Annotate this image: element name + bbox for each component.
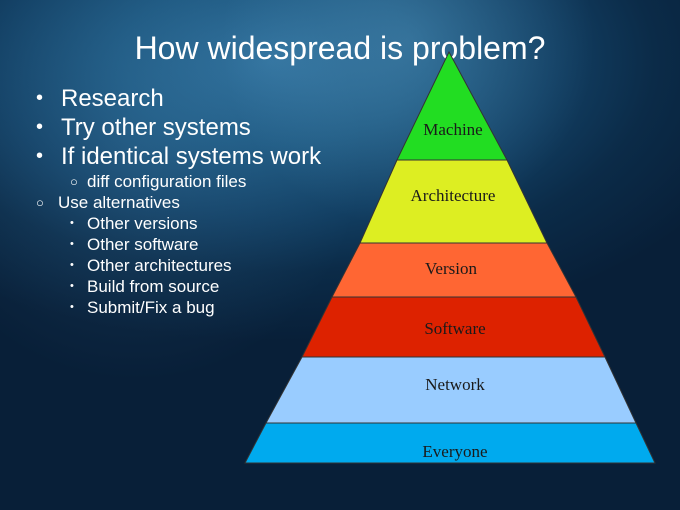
sub-bullet-text: Other software (87, 235, 199, 254)
bullet-item: • Research (30, 84, 321, 113)
sub-bullet-item: • Other software (30, 234, 321, 255)
sub-bullet-marker: • (70, 217, 74, 229)
sub-bullet-marker: • (70, 280, 74, 292)
pyramid-label-machine: Machine (423, 120, 482, 139)
pyramid-label-network: Network (425, 375, 485, 394)
bullet-item: • If identical systems work (30, 142, 321, 171)
sub-bullet-marker: ○ (70, 174, 78, 189)
sub-bullet-item: • Other architectures (30, 255, 321, 276)
bullet-marker: • (36, 87, 44, 109)
sub-bullet-marker: • (70, 238, 74, 250)
pyramid-tier-machine (396, 50, 508, 161)
slide-title: How widespread is problem? (134, 30, 546, 66)
sub-bullet-text: Other versions (87, 214, 198, 233)
bullet-text: Try other systems (61, 114, 251, 141)
sub-bullet-text: Other architectures (87, 256, 232, 275)
sub-bullet-item: • Other versions (30, 213, 321, 234)
bullet-item: • Try other systems (30, 113, 321, 142)
pyramid-label-software: Software (424, 319, 485, 338)
sub-bullet-text: Submit/Fix a bug (87, 298, 215, 317)
sub-bullet-marker: ○ (36, 195, 44, 210)
pyramid-tier-everyone (244, 422, 656, 464)
bullet-marker: • (36, 116, 44, 138)
bullet-text: If identical systems work (61, 143, 322, 170)
sub-bullet-text: diff configuration files (87, 172, 247, 191)
bullet-list: • Research • Try other systems • If iden… (30, 84, 321, 318)
sub-bullet-text: Use alternatives (58, 193, 180, 212)
sub-bullet-marker: • (70, 301, 74, 313)
sub-bullet-item: • Submit/Fix a bug (30, 297, 321, 318)
sub-bullet-marker: • (70, 259, 74, 271)
sub-bullet-item: ○ Use alternatives (30, 192, 321, 213)
sub-bullet-item: ○ diff configuration files (30, 171, 321, 192)
pyramid-label-version: Version (425, 259, 477, 278)
pyramid-label-everyone: Everyone (422, 442, 487, 461)
bullet-marker: • (36, 145, 44, 167)
bullet-text: Research (61, 85, 164, 112)
pyramid-label-architecture: Architecture (411, 186, 496, 205)
sub-bullet-text: Build from source (87, 277, 220, 296)
sub-bullet-item: • Build from source (30, 276, 321, 297)
